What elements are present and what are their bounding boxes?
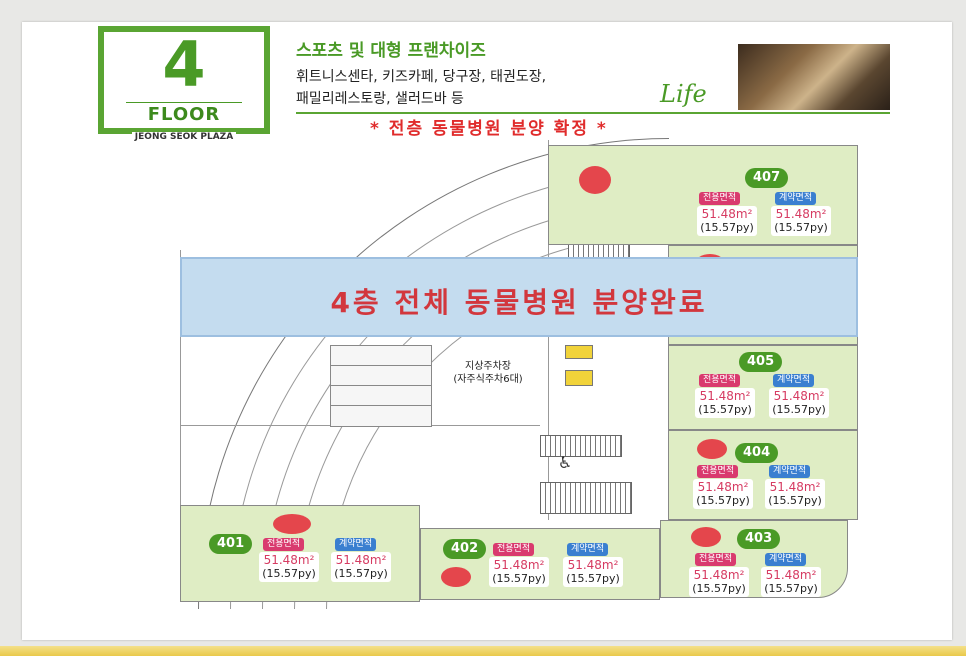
contract-area-py: (15.57py) [768,494,822,507]
exclusive-area-py: (15.57py) [696,494,750,507]
exclusive-area-value: 51.48m² [701,207,753,221]
unit-badge-401: 401 [209,534,253,554]
parking-label: 지상주차장 [465,361,511,372]
contract-area-tag: 계약면적 [775,192,817,205]
floor-logo: 4 FLOOR JEONG SEOK PLAZA [98,26,270,142]
unit-405[interactable]: 405 전용면적 계약면적 51.48m² (15.57py) 51.48m² … [668,345,858,430]
exclusive-area-tag: 전용면적 [699,192,741,205]
contract-area-box: 51.48m² (15.57py) [563,557,623,587]
unit-402[interactable]: 402 전용면적 계약면적 51.48m² (15.57py) 51.48m² … [420,528,660,600]
parking-space [330,405,432,427]
contract-area-box: 51.48m² (15.57py) [771,206,831,236]
marker-dot [579,166,611,194]
contract-area-tag: 계약면적 [769,465,811,478]
contract-area-box: 51.48m² (15.57py) [331,552,391,582]
unit-401[interactable]: 401 전용면적 계약면적 51.48m² (15.57py) 51.48m² … [180,505,420,602]
exclusive-area-box: 51.48m² (15.57py) [689,567,749,597]
stairwell-lower [540,482,632,514]
exclusive-area-value: 51.48m² [693,568,745,582]
contract-area-tag: 계약면적 [773,374,815,387]
exclusive-area-value: 51.48m² [699,389,751,403]
exclusive-area-tag: 전용면적 [699,374,741,387]
plaza-name: JEONG SEOK PLAZA [104,132,264,142]
unit-badge-407: 407 [745,168,789,188]
sold-out-text: 4층 전체 동물병원 분양완료 [330,286,708,319]
floor-number: 4 [162,28,206,101]
logo-divider [126,102,242,103]
exclusive-area-box: 51.48m² (15.57py) [697,206,757,236]
exclusive-area-tag: 전용면적 [493,543,535,556]
fitness-photo [738,44,890,110]
floor-word: FLOOR [147,104,221,125]
exclusive-area-box: 51.48m² (15.57py) [695,388,755,418]
contract-area-tag: 계약면적 [567,543,609,556]
exclusive-area-py: (15.57py) [692,582,746,595]
contract-area-tag: 계약면적 [335,538,377,551]
elevator-chip [565,345,593,359]
confirm-notice: * 전층 동물병원 분양 확정 * [370,119,608,139]
category-line-1: 휘트니스센타, 키즈카페, 당구장, 태권도장, [296,69,547,85]
marker-dot [441,567,471,587]
category-line-2: 패밀리레스토랑, 샐러드바 등 [296,91,464,107]
parking-space [330,365,432,387]
contract-area-py: (15.57py) [566,572,620,585]
contract-area-box: 51.48m² (15.57py) [761,567,821,597]
exclusive-area-py: (15.57py) [698,403,752,416]
parking-sub-label: (자주식주차6대) [453,374,523,385]
contract-area-py: (15.57py) [334,567,388,580]
marker-dot [691,527,721,547]
yellow-edge [0,646,966,656]
wall-line [180,250,181,510]
contract-area-value: 51.48m² [773,389,825,403]
contract-area-value: 51.48m² [765,568,817,582]
contract-area-box: 51.48m² (15.57py) [765,479,825,509]
exclusive-area-value: 51.48m² [697,480,749,494]
unit-badge-404: 404 [735,443,779,463]
exclusive-area-py: (15.57py) [262,567,316,580]
accessible-icon: ♿ [557,453,573,472]
contract-area-box: 51.48m² (15.57py) [769,388,829,418]
contract-area-value: 51.48m² [335,553,387,567]
unit-badge-402: 402 [443,539,487,559]
exclusive-area-tag: 전용면적 [695,553,737,566]
life-script: Life [660,80,707,108]
elevator-chip [565,370,593,386]
exclusive-area-tag: 전용면적 [263,538,305,551]
contract-area-py: (15.57py) [772,403,826,416]
sold-out-banner: 4층 전체 동물병원 분양완료 [180,257,858,337]
contract-area-value: 51.48m² [769,480,821,494]
exclusive-area-box: 51.48m² (15.57py) [693,479,753,509]
parking-space [330,345,432,367]
exclusive-area-py: (15.57py) [492,572,546,585]
unit-404[interactable]: 404 전용면적 계약면적 51.48m² (15.57py) 51.48m² … [668,430,858,520]
unit-403[interactable]: 403 전용면적 계약면적 51.48m² (15.57py) 51.48m² … [660,520,848,598]
marker-dot [273,514,311,534]
contract-area-py: (15.57py) [764,582,818,595]
contract-area-value: 51.48m² [775,207,827,221]
marker-dot [697,439,727,459]
exclusive-area-value: 51.48m² [493,558,545,572]
parking-space [330,385,432,407]
header-rule [296,112,890,114]
exclusive-area-box: 51.48m² (15.57py) [259,552,319,582]
contract-area-tag: 계약면적 [765,553,807,566]
unit-407[interactable]: 407 전용면적 계약면적 51.48m² (15.57py) 51.48m² … [548,145,858,245]
exclusive-area-py: (15.57py) [700,221,754,234]
contract-area-py: (15.57py) [774,221,828,234]
contract-area-value: 51.48m² [567,558,619,572]
exclusive-area-tag: 전용면적 [697,465,739,478]
unit-badge-405: 405 [739,352,783,372]
exclusive-area-box: 51.48m² (15.57py) [489,557,549,587]
exclusive-area-value: 51.48m² [263,553,315,567]
unit-badge-403: 403 [737,529,781,549]
stairwell-mid [540,435,622,457]
category-title: 스포츠 및 대형 프랜차이즈 [296,41,486,61]
